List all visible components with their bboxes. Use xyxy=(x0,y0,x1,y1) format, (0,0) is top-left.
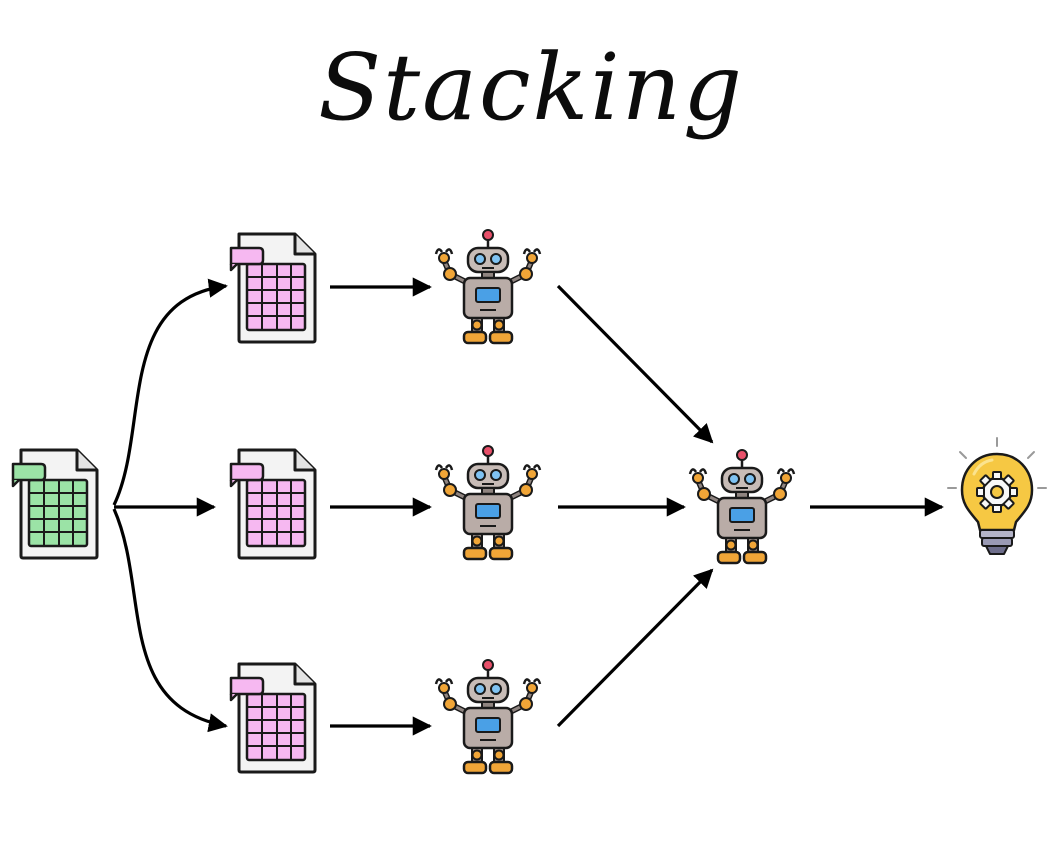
lightbulb-gear-icon xyxy=(947,437,1047,555)
subset-spreadsheet-icon-1 xyxy=(229,232,317,344)
meta-model-robot-icon xyxy=(690,450,794,563)
base-model-robot-icon-1 xyxy=(436,230,540,343)
diagram-title: Stacking xyxy=(318,34,744,141)
arrow-model-3-to-meta-model xyxy=(556,568,714,728)
arrow-source-to-subset-3 xyxy=(112,508,228,733)
arrow-model-1-to-meta-model xyxy=(556,284,714,444)
source-spreadsheet-icon xyxy=(11,448,99,560)
subset-spreadsheet-icon-2 xyxy=(229,448,317,560)
base-model-robot-icon-2 xyxy=(436,446,540,559)
subset-spreadsheet-icon-3 xyxy=(229,662,317,774)
arrow-source-to-subset-1 xyxy=(112,278,228,506)
base-model-robot-icon-3 xyxy=(436,660,540,773)
